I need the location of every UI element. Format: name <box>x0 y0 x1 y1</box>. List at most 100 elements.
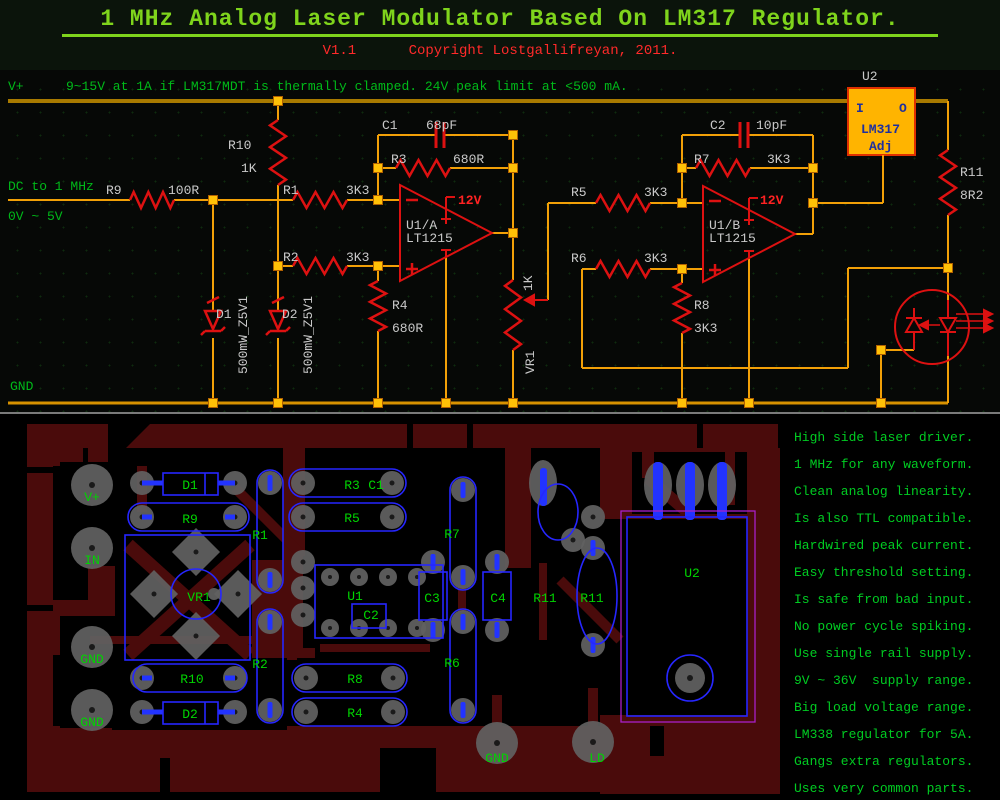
schematic-label: R6 <box>571 251 587 266</box>
schematic-label: R5 <box>571 185 587 200</box>
schematic-label: U1/A <box>406 218 437 233</box>
pcb-label: C2 <box>363 608 379 623</box>
schematic-label: V+ <box>8 79 24 94</box>
note-line: Use single rail supply. <box>794 646 974 661</box>
schematic-label: R9 <box>106 183 122 198</box>
pcb-label: GND <box>485 751 509 766</box>
schematic-label: D2 <box>282 307 298 322</box>
version-label: V1.1 <box>322 43 357 59</box>
notes-panel: High side laser driver. 1 MHz for any wav… <box>780 418 1000 800</box>
wires-layer <box>8 101 949 403</box>
schematic-label: R11 <box>960 165 984 180</box>
schematic-label: GND <box>10 379 34 394</box>
schematic-label: LT1215 <box>709 231 756 246</box>
note-line: Easy threshold setting. <box>794 565 974 580</box>
note-line: Gangs extra regulators. <box>794 754 974 769</box>
schematic-label: R10 <box>228 138 251 153</box>
schematic-label: C2 <box>710 118 726 133</box>
note-line: 1 MHz for any waveform. <box>794 457 974 472</box>
pcb-label: R11 <box>580 591 604 606</box>
laser-diode-symbol[interactable] <box>894 289 995 365</box>
power-rails <box>8 99 948 405</box>
pcb-label: VR1 <box>187 590 211 605</box>
pcb-label: R9 <box>182 512 198 527</box>
schematic-label: R8 <box>694 298 710 313</box>
schematic-label: 12V <box>458 193 482 208</box>
note-line: LM338 regulator for 5A. <box>794 727 974 742</box>
header: 1 MHz Analog Laser Modulator Based On LM… <box>0 0 1000 70</box>
schematic-label: C1 <box>382 118 398 133</box>
schematic-label: 680R <box>453 152 484 167</box>
schematic-label: I <box>856 101 864 116</box>
pcb-label: C1 <box>368 478 384 493</box>
component-pins <box>267 462 727 718</box>
opamp-u1b[interactable] <box>702 184 798 284</box>
schematic-label: D1 <box>216 307 232 322</box>
schematic-label: 12V <box>760 193 784 208</box>
note-line: No power cycle spiking. <box>794 619 974 634</box>
pcb-label: R2 <box>252 657 268 672</box>
pcb-label: GND <box>80 652 104 667</box>
schematic-canvas[interactable]: V+ 9~15V at 1A if LM317MDT is thermally c… <box>0 70 1000 412</box>
schematic-label: 1K <box>521 275 536 291</box>
schematic-label: 500mW_Z5V1 <box>236 296 251 374</box>
pcb-label: D2 <box>182 707 198 722</box>
zener-diodes[interactable] <box>200 295 291 336</box>
schematic-label: 1K <box>241 161 257 176</box>
subtitle-row: V1.1 Copyright Lostgallifreyan, 2011. <box>0 43 1000 59</box>
pcb-label: D1 <box>182 478 198 493</box>
schematic-label: R2 <box>283 250 299 265</box>
schematic-label: LM317 <box>861 122 900 137</box>
schematic-label: Adj <box>869 139 892 154</box>
pcb-label: R4 <box>347 706 363 721</box>
schematic-label: U2 <box>862 70 878 84</box>
schematic-label: LT1215 <box>406 231 453 246</box>
note-line: Uses very common parts. <box>794 781 974 796</box>
note-line: Clean analog linearity. <box>794 484 974 499</box>
note-line: Is also TTL compatible. <box>794 511 974 526</box>
pcb-label: R3 <box>344 478 360 493</box>
schematic-label: 3K3 <box>644 185 667 200</box>
schematic-label: 500mW_Z5V1 <box>301 296 316 374</box>
pcb-label: GND <box>80 715 104 730</box>
pcb-label: R10 <box>180 672 203 687</box>
schematic-label: 3K3 <box>346 250 369 265</box>
pcb-label: U1 <box>347 589 363 604</box>
pcb-label: IN <box>84 553 100 568</box>
pcb-label: R5 <box>344 511 360 526</box>
schematic-label: R3 <box>391 152 407 167</box>
pcb-label: C3 <box>424 591 440 606</box>
note-line: Is safe from bad input. <box>794 592 974 607</box>
schematic-label: 3K3 <box>694 321 717 336</box>
page-title: 1 MHz Analog Laser Modulator Based On LM… <box>62 6 938 37</box>
pcb-label: R7 <box>444 527 460 542</box>
schematic-label: 68pF <box>426 118 457 133</box>
schematic-label: DC to 1 MHz <box>8 179 94 194</box>
schematic-pcb-divider <box>0 412 1000 414</box>
schematic-label: R4 <box>392 298 408 313</box>
schematic-area[interactable]: V+ 9~15V at 1A if LM317MDT is thermally c… <box>0 70 1000 412</box>
schematic-label: R7 <box>694 152 710 167</box>
opamp-u1a[interactable] <box>399 183 495 283</box>
schematic-label: 0V ~ 5V <box>8 209 63 224</box>
potentiometer-wiper <box>522 293 548 307</box>
regulator-u2-box[interactable] <box>847 87 916 160</box>
component-leads <box>142 480 235 715</box>
pads-layer[interactable] <box>71 460 736 764</box>
schematic-label: 9~15V at 1A if LM317MDT is thermally cla… <box>66 79 628 94</box>
pcb-label: C4 <box>490 591 506 606</box>
note-line: 9V ~ 36V supply range. <box>794 673 974 688</box>
resistors-layer[interactable] <box>128 118 959 352</box>
pcb-label: LD <box>589 751 605 766</box>
capacitors-layer[interactable] <box>434 122 750 148</box>
note-line: High side laser driver. <box>794 430 974 445</box>
note-line: Hardwired peak current. <box>794 538 974 553</box>
pcb-label: U2 <box>684 566 700 581</box>
schematic-label: VR1 <box>523 350 538 374</box>
pcb-label: R1 <box>252 528 268 543</box>
schematic-labels: V+ 9~15V at 1A if LM317MDT is thermally c… <box>8 70 984 394</box>
